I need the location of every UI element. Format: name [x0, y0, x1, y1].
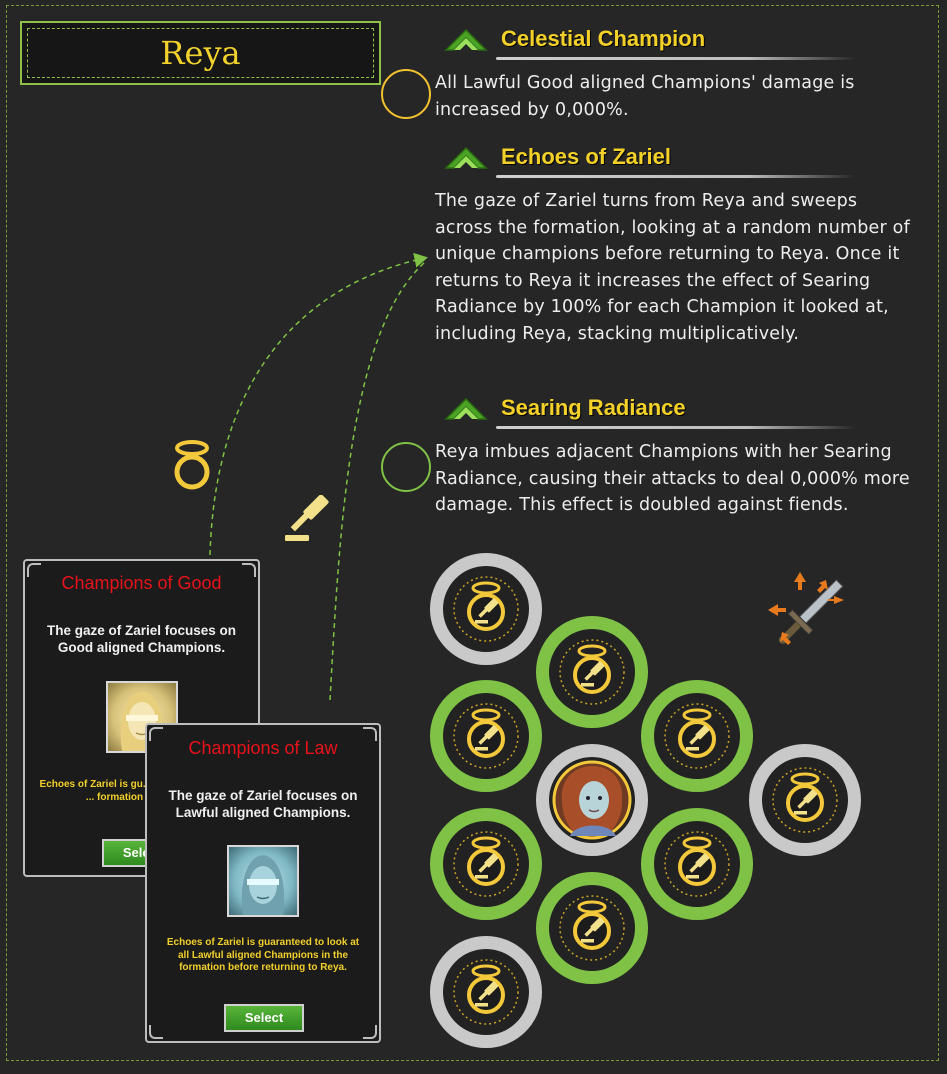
formation-slot-1[interactable] [430, 553, 542, 665]
ability-name: Searing Radiance [501, 395, 686, 420]
ability-name: Echoes of Zariel [501, 144, 671, 169]
green-alignment-marker [381, 442, 431, 492]
halo-gavel-icon [453, 703, 519, 769]
halo-gavel-icon [772, 767, 838, 833]
ability-name: Celestial Champion [501, 26, 706, 51]
gold-alignment-marker [381, 69, 431, 119]
halo-gavel-icon [664, 831, 730, 897]
ability-description: All Lawful Good aligned Champions' damag… [435, 73, 855, 120]
ability-header-searing-radiance: Searing Radiance [444, 389, 864, 429]
formation-slot-8[interactable] [641, 808, 753, 920]
formation-slot-3[interactable] [430, 680, 542, 792]
formation-slot-9[interactable] [536, 872, 648, 984]
hero-name: Reya [160, 34, 241, 72]
halo-gavel-icon [453, 576, 519, 642]
ability-description: Reya imbues adjacent Champions with her … [435, 442, 910, 515]
halo-gavel-icon [664, 703, 730, 769]
card-body: The gaze of Zariel focuses on Lawful ali… [168, 788, 358, 820]
select-button[interactable]: Select [224, 1004, 304, 1032]
card-note: Echoes of Zariel is gu... at all Good al… [39, 779, 244, 803]
ability-header-celestial-champion: Celestial Champion [444, 20, 864, 60]
halo-gavel-icon [453, 959, 519, 1025]
card-title: Champions of Good [61, 573, 222, 593]
ability-header-echoes-of-zariel: Echoes of Zariel [444, 138, 864, 178]
halo-icon [174, 440, 210, 490]
formation-slot-7[interactable] [430, 808, 542, 920]
halo-gavel-icon [559, 895, 625, 961]
reya-portrait [552, 760, 632, 840]
formation-slot-10[interactable] [430, 936, 542, 1048]
formation-slot-4[interactable] [641, 680, 753, 792]
law-champion-portrait [227, 845, 299, 917]
sword-arrows-icon [768, 572, 844, 645]
halo-gavel-icon [453, 831, 519, 897]
formation-slot-2[interactable] [536, 616, 648, 728]
gavel-icon [285, 495, 329, 541]
formation-slot-6[interactable] [749, 744, 861, 856]
card-note: Echoes of Zariel is guaranteed to look a… [166, 937, 360, 973]
hero-name-banner: Reya [20, 21, 381, 85]
card-title: Champions of Law [188, 738, 338, 758]
ability-description: The gaze of Zariel turns from Reya and s… [435, 191, 910, 344]
halo-gavel-icon [559, 639, 625, 705]
formation-slot-reya[interactable] [536, 744, 648, 856]
green-chevron-icon [444, 146, 488, 169]
card-champions-of-law[interactable]: Champions of Law The gaze of Zariel focu… [145, 723, 381, 1043]
card-body: The gaze of Zariel focuses on Good align… [46, 623, 237, 655]
green-chevron-icon [444, 28, 488, 51]
green-chevron-icon [444, 397, 488, 420]
